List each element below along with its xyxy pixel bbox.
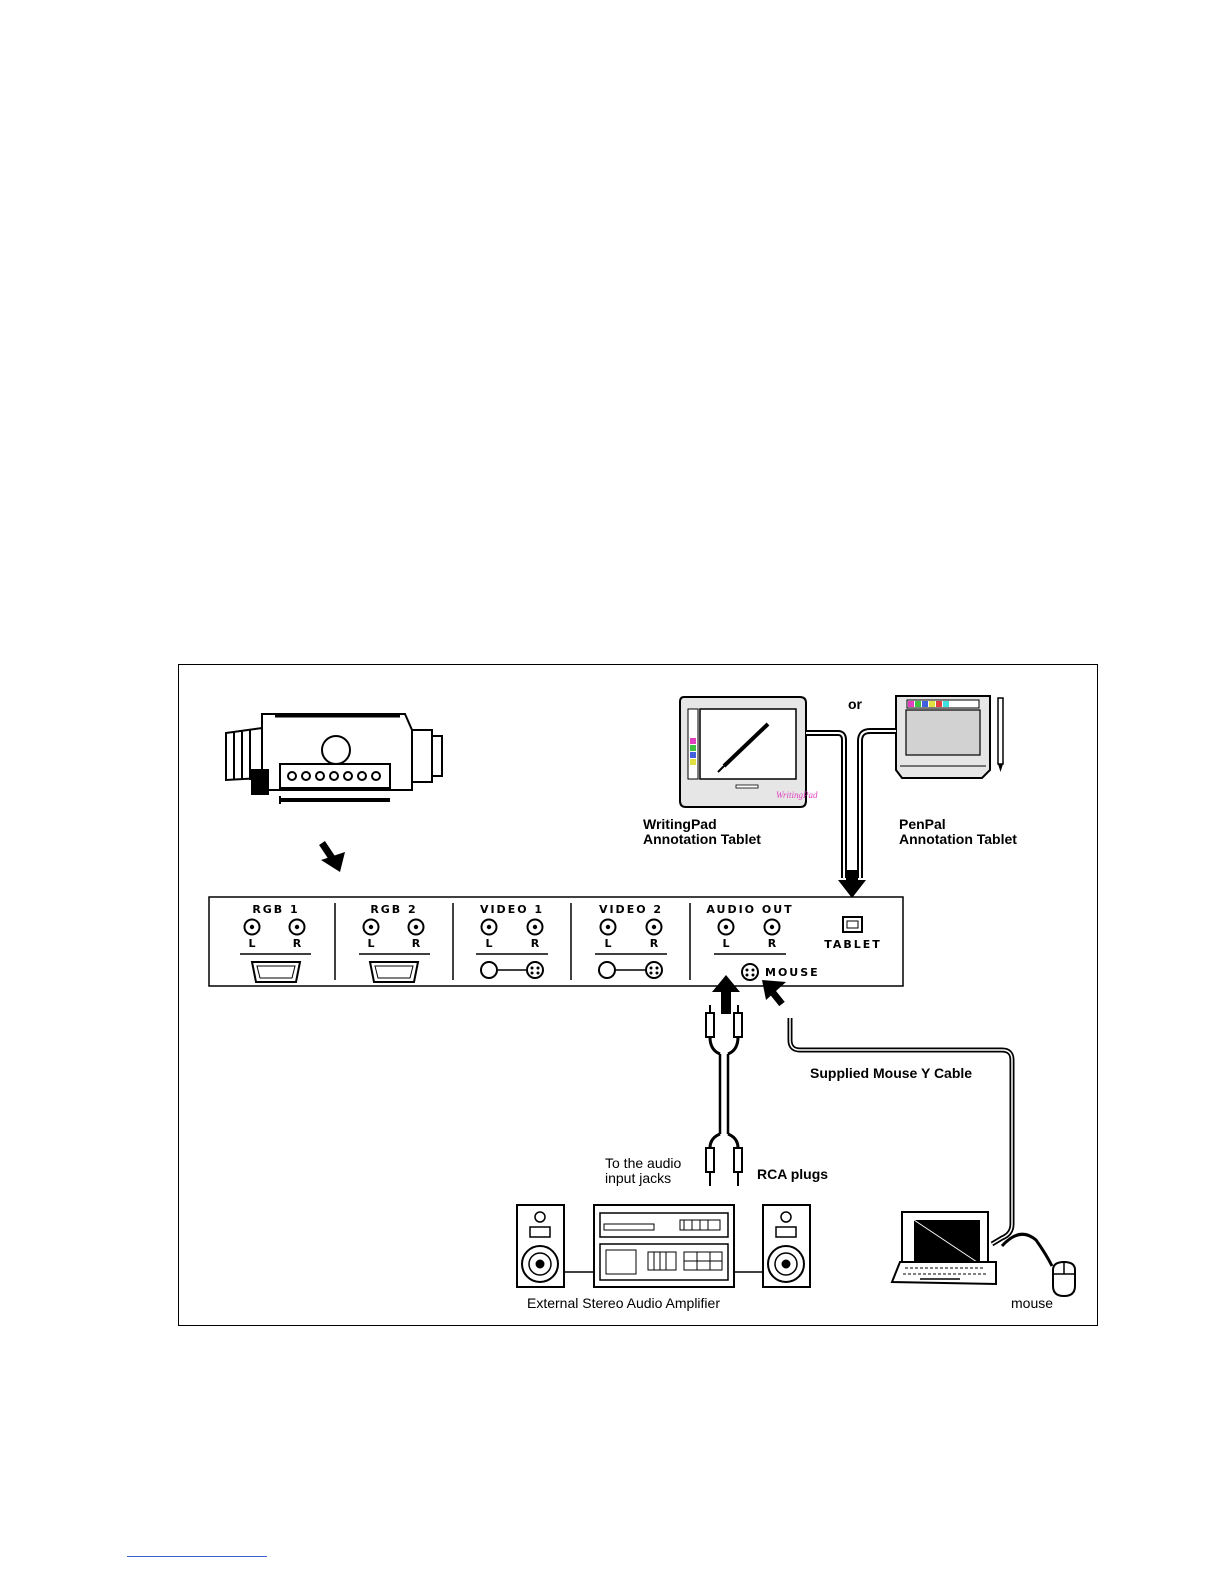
audio-l-label: L — [722, 937, 729, 950]
rgb2-label: RGB 2 — [370, 903, 417, 916]
or-label: or — [848, 696, 863, 712]
rgb2-r-label: R — [412, 937, 421, 950]
tablet-port[interactable] — [843, 917, 862, 932]
penpal-name: PenPal — [899, 816, 946, 832]
video2-l-label: L — [604, 937, 611, 950]
rgb1-dsub-port[interactable] — [252, 962, 300, 982]
video1-r-label: R — [531, 937, 540, 950]
rgb1-right-jack[interactable] — [290, 920, 305, 935]
stereo-amplifier — [517, 1205, 810, 1287]
video1-svideo-port[interactable] — [527, 962, 543, 978]
video1-left-jack[interactable] — [482, 920, 497, 935]
writingpad-name: WritingPad — [643, 816, 717, 832]
footer-rule — [127, 1556, 267, 1557]
video2-left-jack[interactable] — [601, 920, 616, 935]
video2-label: VIDEO 2 — [599, 903, 663, 916]
mouse-arrow — [762, 980, 786, 1004]
laptop-icon — [892, 1212, 996, 1284]
mouse-port[interactable] — [742, 964, 758, 980]
video2-composite-port[interactable] — [599, 962, 615, 978]
projector-icon — [226, 714, 442, 804]
connector-panel: RGB 1 L R RGB 2 L R VIDEO 1 L R — [209, 897, 903, 986]
tablet-port-label: TABLET — [824, 938, 882, 951]
rgb1-l-label: L — [248, 937, 255, 950]
audio-out-label: AUDIO OUT — [706, 903, 793, 916]
video1-right-jack[interactable] — [528, 920, 543, 935]
mouse-label: mouse — [1011, 1295, 1053, 1311]
audio-jacks-label-1: To the audio — [605, 1155, 681, 1171]
rgb2-dsub-port[interactable] — [370, 962, 418, 982]
video1-composite-port[interactable] — [481, 962, 497, 978]
audio-left-jack[interactable] — [719, 920, 734, 935]
rgb2-right-jack[interactable] — [409, 920, 424, 935]
audio-jacks-label-2: input jacks — [605, 1170, 671, 1186]
audio-right-jack[interactable] — [765, 920, 780, 935]
rgb2-left-jack[interactable] — [364, 920, 379, 935]
audio-r-label: R — [768, 937, 777, 950]
rca-plugs-label: RCA plugs — [757, 1166, 828, 1182]
penpal-subtitle: Annotation Tablet — [899, 831, 1017, 847]
mouse-port-label: MOUSE — [765, 966, 820, 979]
writingpad-tablet: WritingPad — [680, 697, 818, 807]
writingpad-subtitle: Annotation Tablet — [643, 831, 761, 847]
video1-l-label: L — [485, 937, 492, 950]
video2-svideo-port[interactable] — [646, 962, 662, 978]
rgb2-l-label: L — [367, 937, 374, 950]
projector-arrow — [321, 843, 345, 872]
mouse-icon — [1053, 1262, 1075, 1296]
video2-r-label: R — [650, 937, 659, 950]
svg-text:WritingPad: WritingPad — [776, 790, 818, 800]
video1-label: VIDEO 1 — [480, 903, 544, 916]
tablet-cables — [806, 731, 896, 898]
rgb1-r-label: R — [293, 937, 302, 950]
video2-right-jack[interactable] — [647, 920, 662, 935]
mouse-cable-label: Supplied Mouse Y Cable — [810, 1065, 972, 1081]
rgb1-left-jack[interactable] — [245, 920, 260, 935]
rca-cable — [706, 1005, 742, 1186]
penpal-tablet — [896, 696, 1003, 778]
amplifier-label: External Stereo Audio Amplifier — [527, 1295, 720, 1311]
rgb1-label: RGB 1 — [252, 903, 299, 916]
